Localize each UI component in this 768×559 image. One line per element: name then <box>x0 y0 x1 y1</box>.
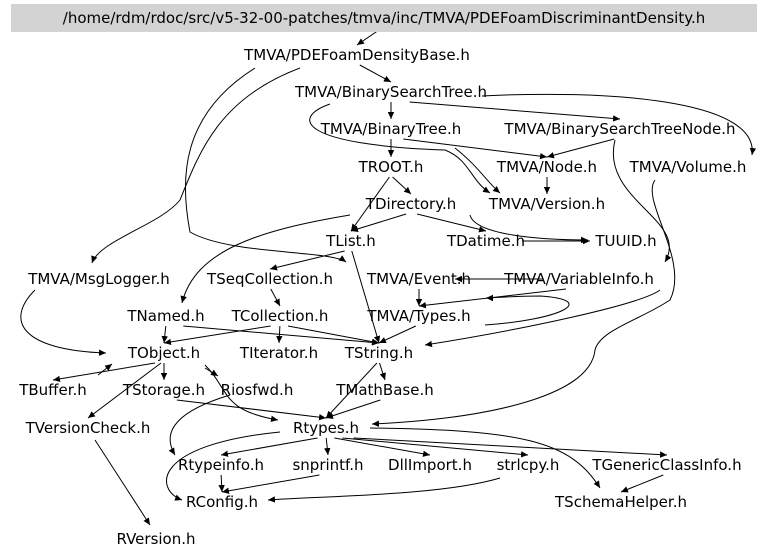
edge-pdefoamdensitybase-tmvaevent <box>184 67 347 263</box>
edge-pdefoamdensitybase-binarysearchtree <box>359 64 392 83</box>
edge-tversioncheck-rversion <box>94 439 151 526</box>
edge-tobject-tbuffer <box>52 362 156 383</box>
root-node-label: /home/rdm/rdoc/src/v5-32-00-patches/tmva… <box>63 9 705 27</box>
node-msglogger[interactable]: TMVA/MsgLogger.h <box>27 270 170 288</box>
node-tmathbase[interactable]: TMathBase.h <box>335 381 434 399</box>
node-tnamed[interactable]: TNamed.h <box>126 307 204 325</box>
edge-tnamed-tobject <box>161 325 168 344</box>
edge-rtypes-rtypeinfo <box>220 437 318 457</box>
edge-troot-tlist <box>350 176 390 232</box>
node-tmvavolume[interactable]: TMVA/Volume.h <box>629 158 747 176</box>
edge-tdirectory-tlist <box>350 213 407 232</box>
edge-tlist-tseqcollection <box>269 250 345 271</box>
edge-binarysearchtree-tmvavolume <box>481 93 757 156</box>
edge-tseqcollection-tcollection <box>270 288 281 307</box>
node-rtypeinfo[interactable]: Rtypeinfo.h <box>178 456 264 474</box>
edge-tdirectory-tdatime <box>416 213 487 233</box>
edge-tlist-tstring <box>351 250 381 344</box>
node-tdatime[interactable]: TDatime.h <box>446 232 525 250</box>
edge-strlcpy-rconfig <box>267 477 501 503</box>
edge-tstorage-rtypes <box>176 399 327 421</box>
node-rconfig[interactable]: RConfig.h <box>186 493 258 511</box>
edge-tstring-tmathbase <box>379 362 386 381</box>
root-node-box <box>11 4 757 32</box>
node-riosfwd[interactable]: Riosfwd.h <box>221 381 294 399</box>
edge-rtypes-tgenericclassinfo <box>353 437 668 458</box>
edge-tbuffer-tobject <box>97 363 113 376</box>
edge-riosfwd-rtypes-left <box>168 394 231 456</box>
node-tversioncheck[interactable]: TVersionCheck.h <box>25 419 151 437</box>
node-binarysearchtreenode[interactable]: TMVA/BinarySearchTreeNode.h <box>503 120 735 138</box>
edge-rtypes-tschemahelper <box>369 427 601 489</box>
edge-tstring-rtypes <box>325 362 378 419</box>
node-tdirectory[interactable]: TDirectory.h <box>365 195 456 213</box>
edge-rtypes-snprintf <box>324 437 331 456</box>
node-tstorage[interactable]: TStorage.h <box>122 381 205 399</box>
node-troot[interactable]: TROOT.h <box>358 158 424 176</box>
node-titerator[interactable]: TIterator.h <box>239 344 318 362</box>
edge-msglogger-tobject <box>20 289 107 356</box>
edge-rtypes-rconfig <box>166 431 281 501</box>
node-tseqcollection[interactable]: TSeqCollection.h <box>206 270 333 288</box>
node-tlist[interactable]: TList.h <box>325 232 376 250</box>
edge-binarysearchtreenode-tmvanode <box>546 138 615 159</box>
node-tstring[interactable]: TString.h <box>344 344 413 362</box>
node-tobject[interactable]: TObject.h <box>127 344 200 362</box>
edge-rtypes-strlcpy <box>342 437 529 458</box>
node-rtypes[interactable]: Rtypes.h <box>293 419 359 437</box>
node-tmvanode[interactable]: TMVA/Node.h <box>496 158 597 176</box>
node-variableinfo[interactable]: TMVA/VariableInfo.h <box>503 270 654 288</box>
edge-binarytree-tmvaversion <box>454 147 501 194</box>
edge-rtypes-dllimport <box>334 437 431 457</box>
edge-snprintf-rconfig <box>221 474 320 494</box>
edge-variableinfo-tstring <box>424 289 661 348</box>
node-tuuid[interactable]: TUUID.h <box>594 232 656 250</box>
node-tschemahelper[interactable]: TSchemaHelper.h <box>554 493 687 511</box>
edge-binarytree-tmvanode <box>403 138 548 160</box>
edge-tmathbase-rtypes <box>325 399 381 419</box>
edge-tmvatypes-tstring <box>378 325 417 344</box>
root-node[interactable]: /home/rdm/rdoc/src/v5-32-00-patches/tmva… <box>11 4 757 32</box>
straight-edge-layer <box>52 27 668 494</box>
node-pdefoamdensitybase[interactable]: TMVA/PDEFoamDensityBase.h <box>243 46 470 64</box>
edge-rtypeinfo-rconfig <box>218 474 225 493</box>
node-tmvatypes[interactable]: TMVA/Types.h <box>366 307 470 325</box>
edge-layer <box>20 67 757 526</box>
edge-tmvatypes-tmvaevent <box>484 294 570 326</box>
node-dllimport[interactable]: DllImport.h <box>388 456 472 474</box>
node-tbuffer[interactable]: TBuffer.h <box>18 381 87 399</box>
edge-tdirectory-tnamed <box>180 214 351 304</box>
node-rversion[interactable]: RVersion.h <box>116 530 195 548</box>
edge-tmvavolume-long <box>371 179 676 427</box>
node-tgenericclassinfo[interactable]: TGenericClassInfo.h <box>591 456 741 474</box>
node-binarysearchtree[interactable]: TMVA/BinarySearchTree.h <box>294 83 487 101</box>
edge-tobject-riosfwd <box>204 367 219 377</box>
node-tmvaevent[interactable]: TMVA/Event.h <box>366 270 471 288</box>
edge-tgenericclassinfo-tschemahelper <box>620 474 664 493</box>
edge-tdirectory-tuuid <box>469 214 589 244</box>
edge-binarysearchtree-tmvaversion <box>309 103 491 194</box>
edge-troot-tdirectory <box>392 176 412 195</box>
edge-pdefoamdensitybase-msglogger <box>91 67 301 264</box>
node-layer: /home/rdm/rdoc/src/v5-32-00-patches/tmva… <box>11 4 757 548</box>
edge-tcollection-tstring <box>287 325 380 345</box>
node-binarytree[interactable]: TMVA/BinaryTree.h <box>320 120 461 138</box>
node-tmvaversion[interactable]: TMVA/Version.h <box>488 195 605 213</box>
node-strlcpy[interactable]: strlcpy.h <box>497 456 560 474</box>
node-tcollection[interactable]: TCollection.h <box>231 307 329 325</box>
edge-tobject-tversioncheck <box>87 362 162 419</box>
edge-binarysearchtree-binarysearchtreenode <box>409 101 621 122</box>
edge-tcollection-tobject <box>163 325 271 346</box>
node-snprintf[interactable]: snprintf.h <box>292 456 363 474</box>
edge-variableinfo-tmvatypes <box>418 288 567 309</box>
edge-tnamed-tstring <box>183 325 380 346</box>
